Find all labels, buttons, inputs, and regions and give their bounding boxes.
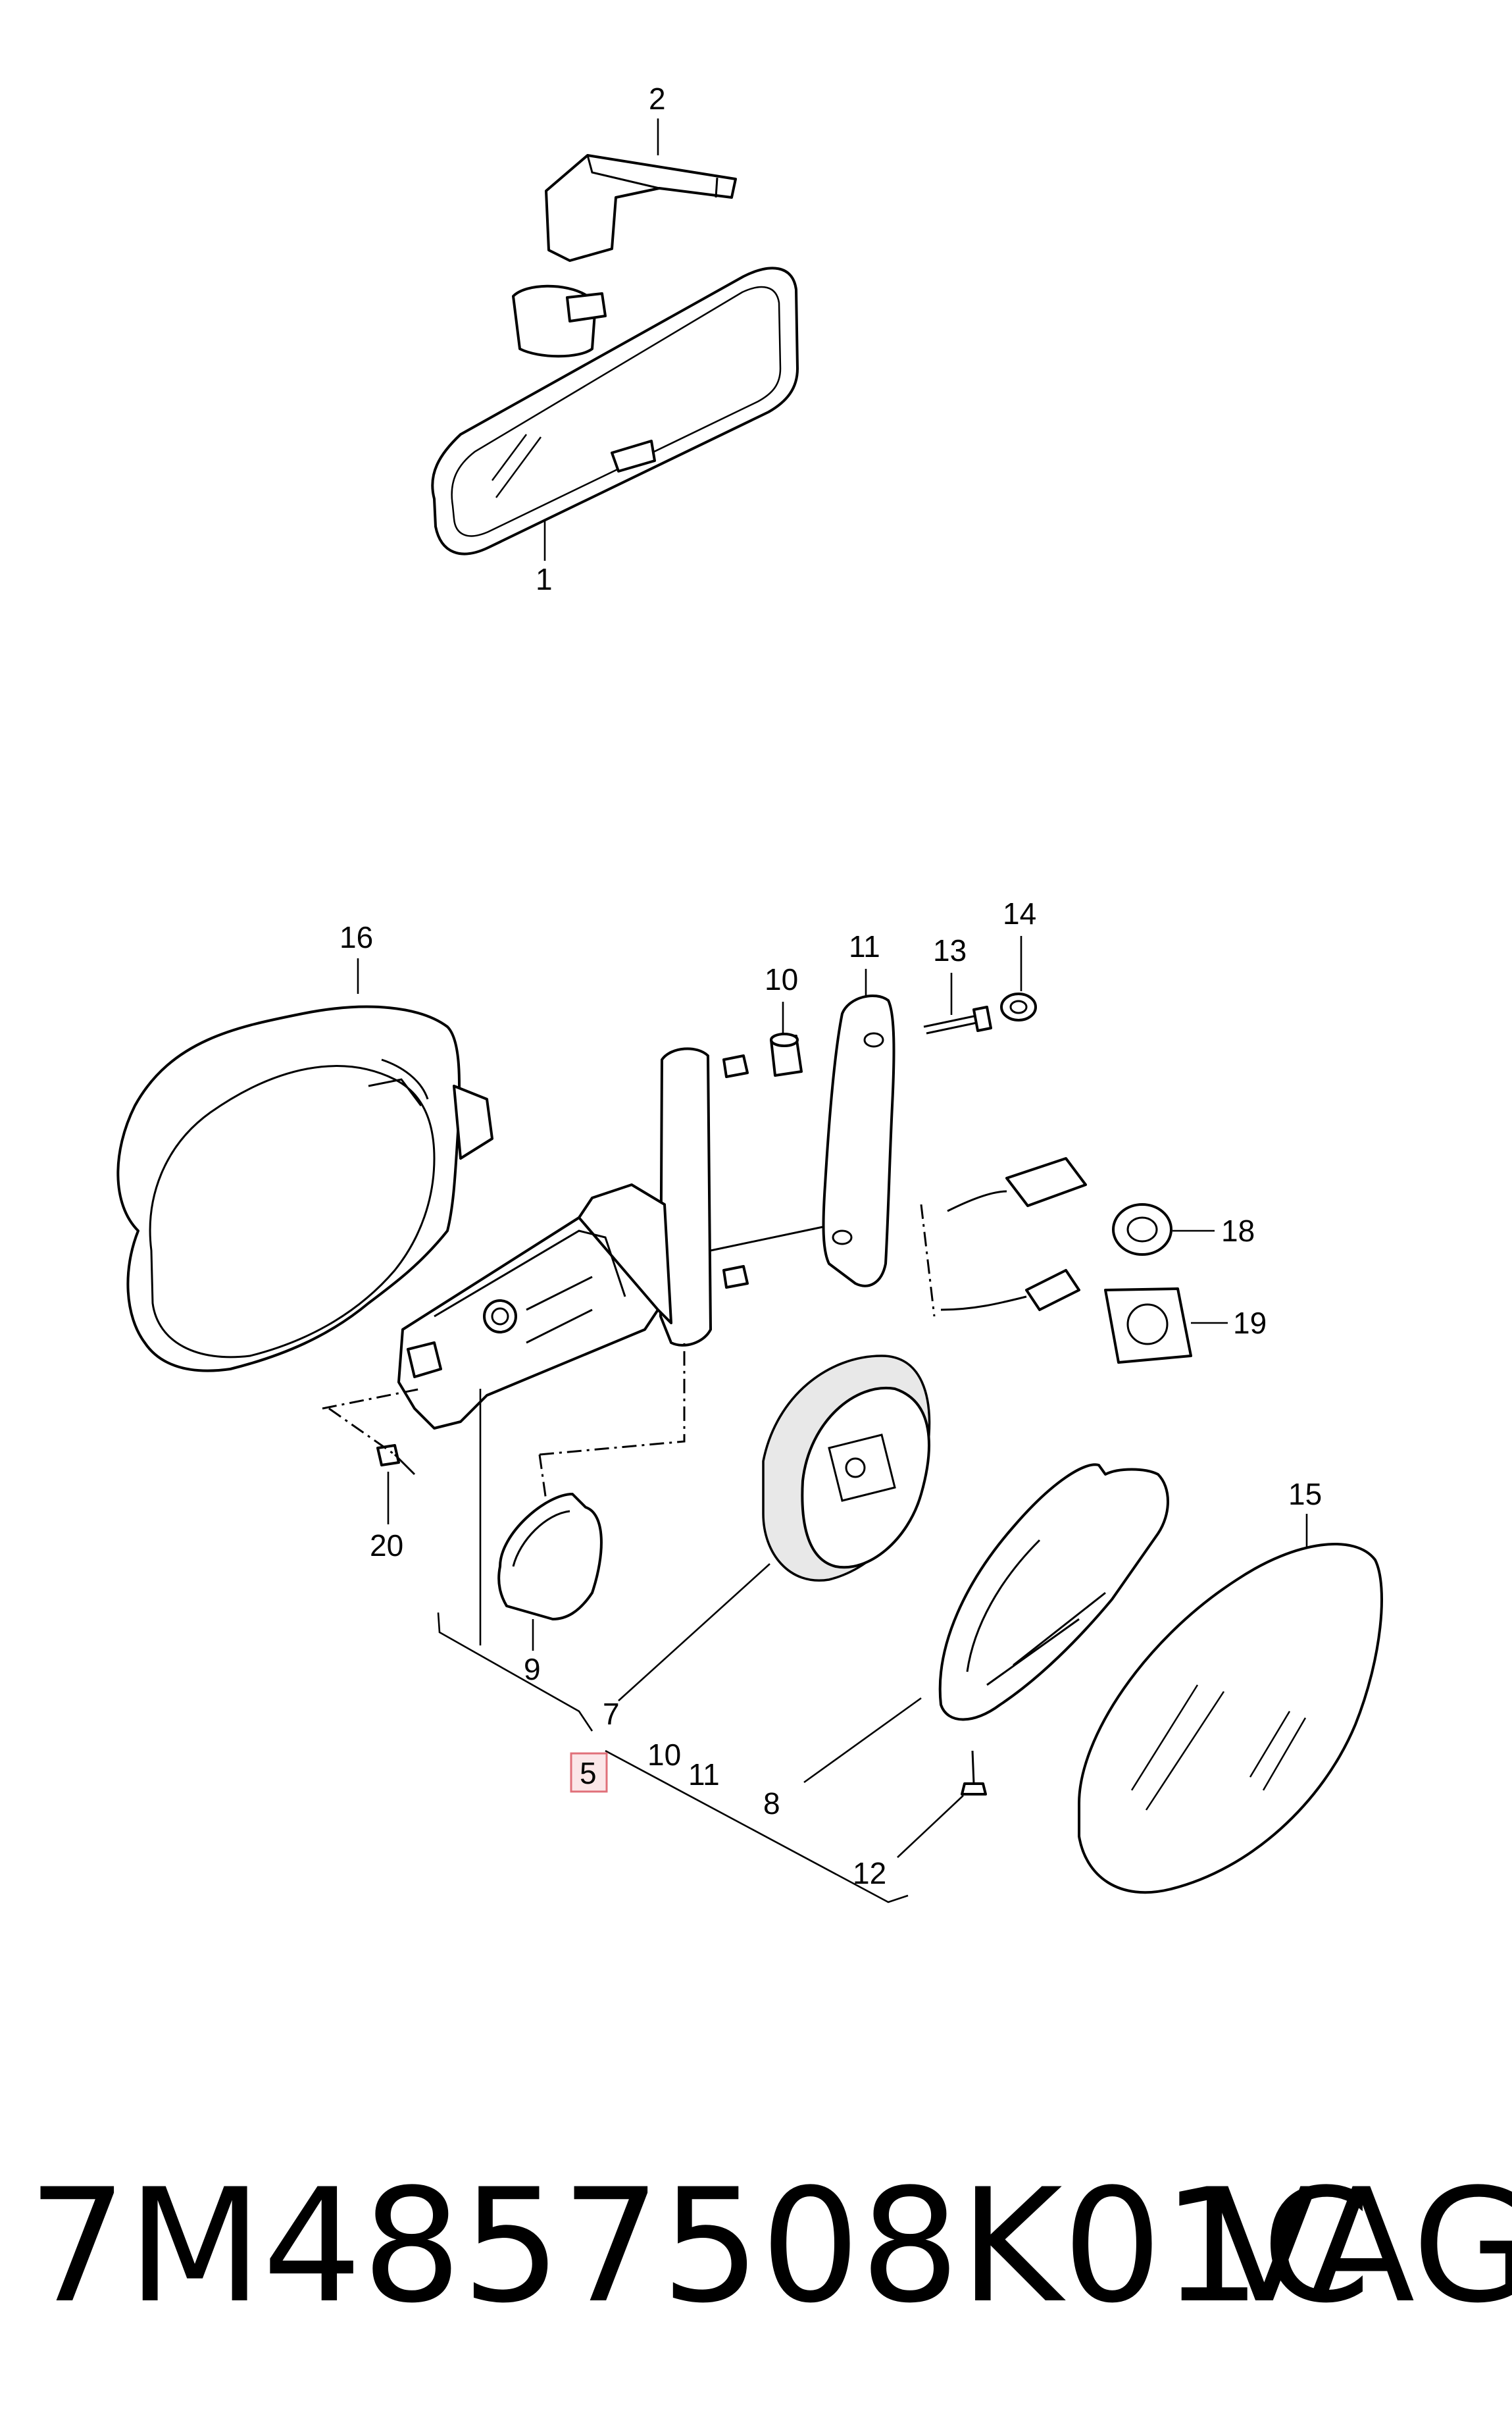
callout-2: 2 <box>649 82 666 116</box>
part-11-gasket <box>822 994 895 1287</box>
wiring-harness <box>920 1157 1087 1317</box>
mirror-base-assembly <box>397 1047 836 1430</box>
callout-7: 7 <box>603 1697 620 1731</box>
part-12-screw <box>961 1750 987 1796</box>
callout-5-highlight-box <box>570 1752 608 1793</box>
part-15-mirror-glass <box>1078 1543 1383 1894</box>
callout-19: 19 <box>1233 1306 1267 1340</box>
part-10-bushing <box>770 1033 803 1077</box>
part-2-mounting-bracket <box>545 154 737 262</box>
part-18-grommet <box>1112 1203 1172 1256</box>
part-20-screw <box>376 1444 416 1476</box>
callout-18: 18 <box>1221 1214 1255 1248</box>
callout-12: 12 <box>853 1856 886 1890</box>
callout-11: 11 <box>849 929 880 964</box>
callout-labels: 2 1 16 10 11 13 14 18 19 20 15 9 7 5 10 … <box>340 82 1322 1890</box>
callout-20: 20 <box>370 1528 403 1563</box>
part-8-inner-cover <box>938 1463 1169 1721</box>
callout-8: 8 <box>763 1786 780 1821</box>
callout-10-group: 10 <box>647 1738 681 1772</box>
part-14-clip <box>1000 993 1037 1021</box>
part-1-rearview-mirror <box>431 267 799 556</box>
brand-name: VAG <box>1211 2156 1512 2338</box>
callout-15: 15 <box>1288 1477 1322 1511</box>
leader-lines <box>357 118 1308 1903</box>
callout-10: 10 <box>765 962 798 996</box>
part-number: 7M4857508K01C <box>28 2156 1371 2338</box>
part-7-adjustment-motor <box>762 1355 931 1582</box>
callout-16: 16 <box>340 920 373 954</box>
callout-13: 13 <box>933 933 967 968</box>
part-9-cover-cap <box>497 1493 603 1620</box>
callout-14: 14 <box>1003 896 1036 931</box>
callout-5: 5 <box>580 1756 597 1790</box>
callout-9: 9 <box>524 1652 541 1686</box>
callout-1: 1 <box>536 562 553 596</box>
part-13-screw <box>923 1006 992 1035</box>
part-16-mirror-housing <box>116 1005 493 1372</box>
assembly-dash-lines <box>322 1343 686 1501</box>
callout-11-group: 11 <box>688 1757 720 1792</box>
part-19-mounting-plate <box>1104 1287 1192 1364</box>
